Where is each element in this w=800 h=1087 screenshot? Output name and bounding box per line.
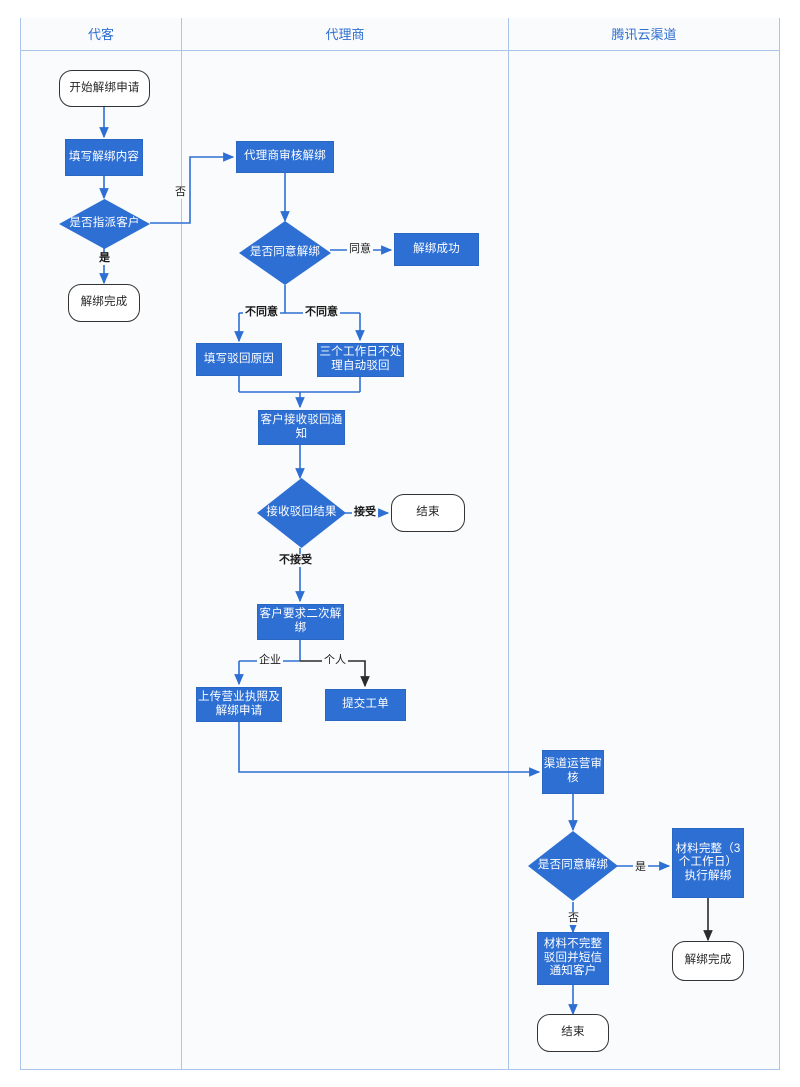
node-unbind-done-right[interactable]: 解绑完成: [672, 941, 744, 981]
lane-header-tencent-channel: 腾讯云渠道: [509, 18, 779, 51]
node-upload-license-label: 上传营业执照及解绑申请: [198, 690, 280, 717]
node-fill-content[interactable]: 填写解绑内容: [65, 139, 143, 176]
node-agent-review[interactable]: 代理商审核解绑: [236, 141, 334, 173]
edge-label-not-accept: 不接受: [277, 554, 314, 567]
edge-label-yes-assign: 是: [97, 252, 112, 265]
swimlane-frame: [20, 18, 780, 1070]
lane-label-tencent-channel: 腾讯云渠道: [611, 27, 677, 42]
node-receive-result[interactable]: 接收驳回结果: [257, 478, 346, 548]
node-assign-customer[interactable]: 是否指派客户: [59, 199, 150, 249]
node-fill-reject-reason-label: 填写驳回原因: [203, 352, 275, 365]
edge-label-disagree-right: 不同意: [303, 306, 340, 319]
node-start-apply-label: 开始解绑申请: [69, 81, 140, 94]
edge-label-accept: 接受: [352, 506, 378, 519]
node-end-right-label: 结束: [561, 1026, 585, 1039]
node-unbind-success-label: 解绑成功: [413, 242, 460, 255]
edge-label-disagree-left: 不同意: [243, 306, 280, 319]
node-start-apply[interactable]: 开始解绑申请: [59, 70, 150, 107]
edge-label-personal: 个人: [322, 654, 348, 667]
node-second-unbind-label: 客户要求二次解绑: [259, 608, 342, 634]
lane-divider-2: [508, 18, 509, 1070]
node-end-right[interactable]: 结束: [537, 1014, 609, 1052]
node-end-mid-label: 结束: [416, 506, 440, 519]
node-customer-receive-notice[interactable]: 客户接收驳回通知: [258, 410, 345, 445]
edge-label-enterprise: 企业: [257, 654, 283, 667]
node-unbind-done-left[interactable]: 解绑完成: [68, 284, 140, 322]
lane-header-customer: 代客: [21, 18, 181, 51]
node-material-incomplete[interactable]: 材料不完整驳回并短信通知客户: [537, 932, 609, 985]
node-agree-unbind[interactable]: 是否同意解绑: [239, 221, 331, 285]
lane-header-agent: 代理商: [182, 18, 508, 51]
lane-label-customer: 代客: [87, 27, 114, 42]
lane-label-agent: 代理商: [325, 27, 365, 42]
node-submit-ticket-label: 提交工单: [342, 698, 389, 711]
node-unbind-success[interactable]: 解绑成功: [394, 233, 479, 266]
node-customer-receive-notice-label: 客户接收驳回通知: [260, 413, 343, 440]
node-upload-license[interactable]: 上传营业执照及解绑申请: [196, 687, 282, 722]
node-fill-content-label: 填写解绑内容: [68, 150, 140, 163]
edge-label-agree: 同意: [347, 243, 373, 256]
edge-label-no-assign: 否: [173, 186, 188, 199]
edge-label-yes-right: 是: [633, 861, 648, 874]
node-channel-review-label: 渠道运营审核: [543, 758, 603, 784]
node-material-incomplete-label: 材料不完整驳回并短信通知客户: [543, 938, 603, 978]
node-auto-reject-label: 三个工作日不处理自动驳回: [319, 346, 402, 372]
node-unbind-done-left-label: 解绑完成: [80, 296, 128, 309]
node-end-mid[interactable]: 结束: [391, 494, 465, 532]
node-assign-customer-label: 是否指派客户: [69, 217, 140, 230]
node-material-complete[interactable]: 材料完整（3个工作日）执行解绑: [672, 828, 744, 898]
edge-label-no-right: 否: [566, 912, 581, 925]
node-unbind-done-right-label: 解绑完成: [684, 954, 732, 967]
node-agent-review-label: 代理商审核解绑: [244, 150, 326, 163]
node-second-unbind[interactable]: 客户要求二次解绑: [257, 604, 344, 640]
node-fill-reject-reason[interactable]: 填写驳回原因: [196, 343, 282, 376]
node-auto-reject[interactable]: 三个工作日不处理自动驳回: [317, 343, 404, 377]
node-agree-unbind-label: 是否同意解绑: [249, 246, 321, 259]
node-material-complete-label: 材料完整（3个工作日）执行解绑: [675, 842, 741, 882]
node-channel-review[interactable]: 渠道运营审核: [542, 750, 604, 794]
node-submit-ticket[interactable]: 提交工单: [325, 689, 406, 721]
lane-divider-1: [181, 18, 182, 1070]
node-agree-unbind-right[interactable]: 是否同意解绑: [528, 831, 618, 901]
node-receive-result-label: 接收驳回结果: [266, 506, 337, 519]
node-agree-unbind-right-label: 是否同意解绑: [537, 859, 609, 872]
